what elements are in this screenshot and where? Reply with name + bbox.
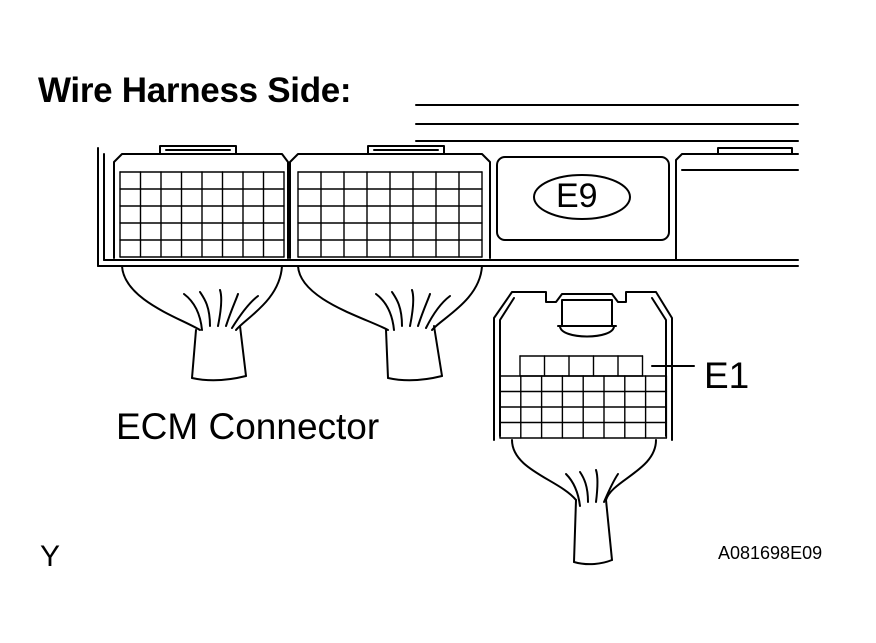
- left-connector-pin-grid: [119, 171, 285, 258]
- middle-connector-pin-grid: [297, 171, 483, 258]
- e1-connector: [493, 291, 695, 566]
- ecm-connector-middle: [289, 145, 491, 259]
- harness-left: [121, 265, 283, 382]
- right-connector-partial: [675, 147, 799, 261]
- page-title: Wire Harness Side:: [38, 71, 352, 110]
- leader-lines: [415, 104, 799, 142]
- e1-connector-pin-grid: [499, 375, 668, 439]
- harness-middle: [297, 265, 483, 382]
- figure-code: A081698E09: [718, 543, 823, 563]
- e1-pin-label: E1: [704, 355, 750, 396]
- e9-connector-id: E9: [556, 177, 598, 215]
- corner-mark: Y: [40, 540, 61, 573]
- ecm-connector-left: [113, 145, 289, 259]
- ecm-housing: [97, 147, 799, 267]
- e1-connector-top-pins: [519, 355, 644, 377]
- ecm-connector-label: ECM Connector: [116, 406, 380, 447]
- e9-ring: [533, 174, 631, 220]
- e9-panel: [496, 156, 670, 241]
